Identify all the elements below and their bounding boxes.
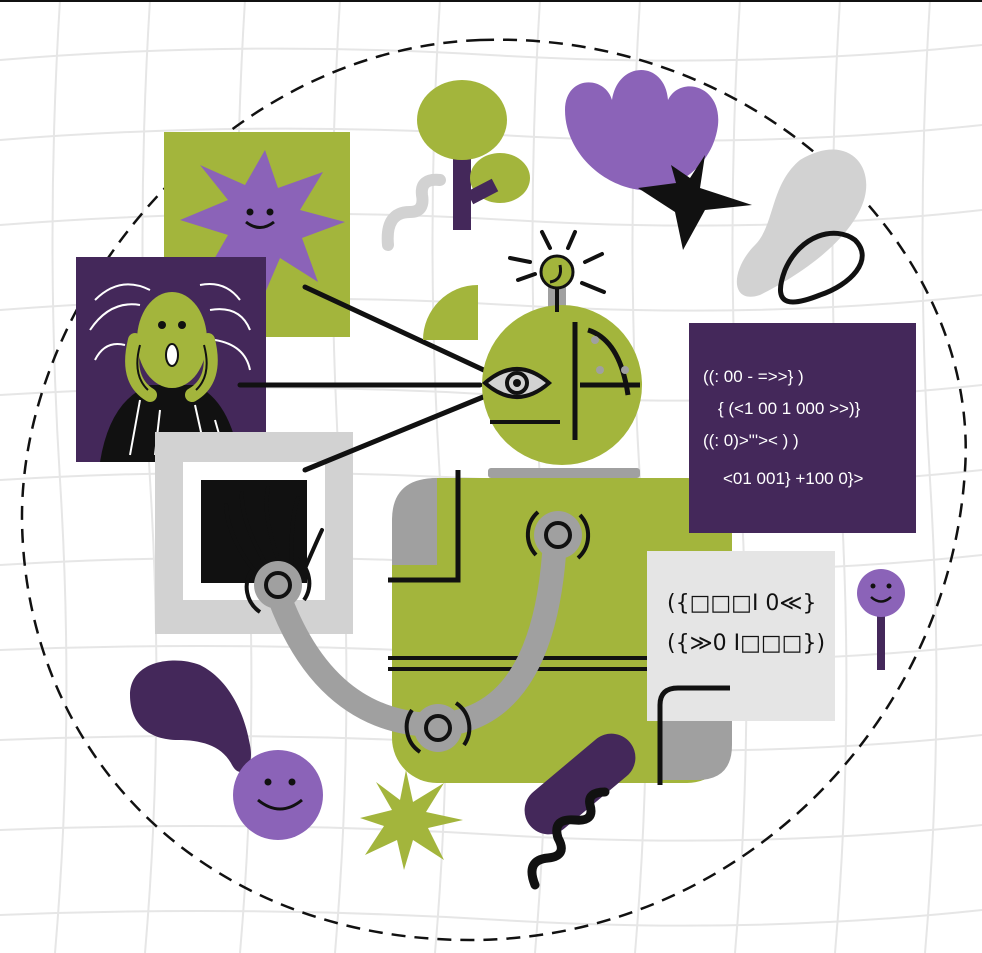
tree-icon	[381, 80, 530, 251]
arm-joint	[244, 556, 312, 614]
half-circle-icon	[423, 285, 478, 340]
code-line: { (<1 00 1 000 >>)}	[718, 399, 861, 418]
lightbulb-icon	[508, 230, 606, 312]
smiley-face-icon	[233, 750, 323, 840]
robot-eye-icon	[481, 367, 553, 399]
blob-icon	[736, 149, 867, 305]
shoulder-joint	[525, 510, 591, 560]
scream-painting-icon	[76, 257, 266, 462]
symbol-panel: ({□□□I 0≪} ({≫0 I□□□})	[647, 551, 835, 785]
code-panel: ((: 00 - =>>} ) { (<1 00 1 000 >>)} ((: …	[689, 323, 916, 533]
hand-icon	[224, 486, 324, 582]
sight-lines	[237, 284, 491, 473]
symbol-line: ({≫0 I□□□})	[667, 631, 825, 656]
squiggle-icon	[527, 787, 610, 890]
sparkle-icon	[360, 770, 463, 870]
code-line: <01 001} +100 0}>	[723, 469, 863, 488]
symbol-line: ({□□□I 0≪}	[667, 591, 816, 616]
dashed-orbit	[20, 38, 967, 942]
flower-icon	[565, 70, 719, 191]
speech-bubble-icon	[130, 660, 251, 773]
black-star-icon	[638, 155, 752, 250]
smiley-lollipop-icon	[857, 569, 905, 670]
elbow-joint	[404, 701, 472, 754]
robot-head	[481, 285, 642, 478]
code-line: ((: 00 - =>>} )	[703, 367, 804, 386]
pill-icon	[524, 733, 636, 835]
code-line: ((: 0)>"'>< ) )	[703, 431, 799, 450]
robot-arm	[224, 486, 591, 754]
